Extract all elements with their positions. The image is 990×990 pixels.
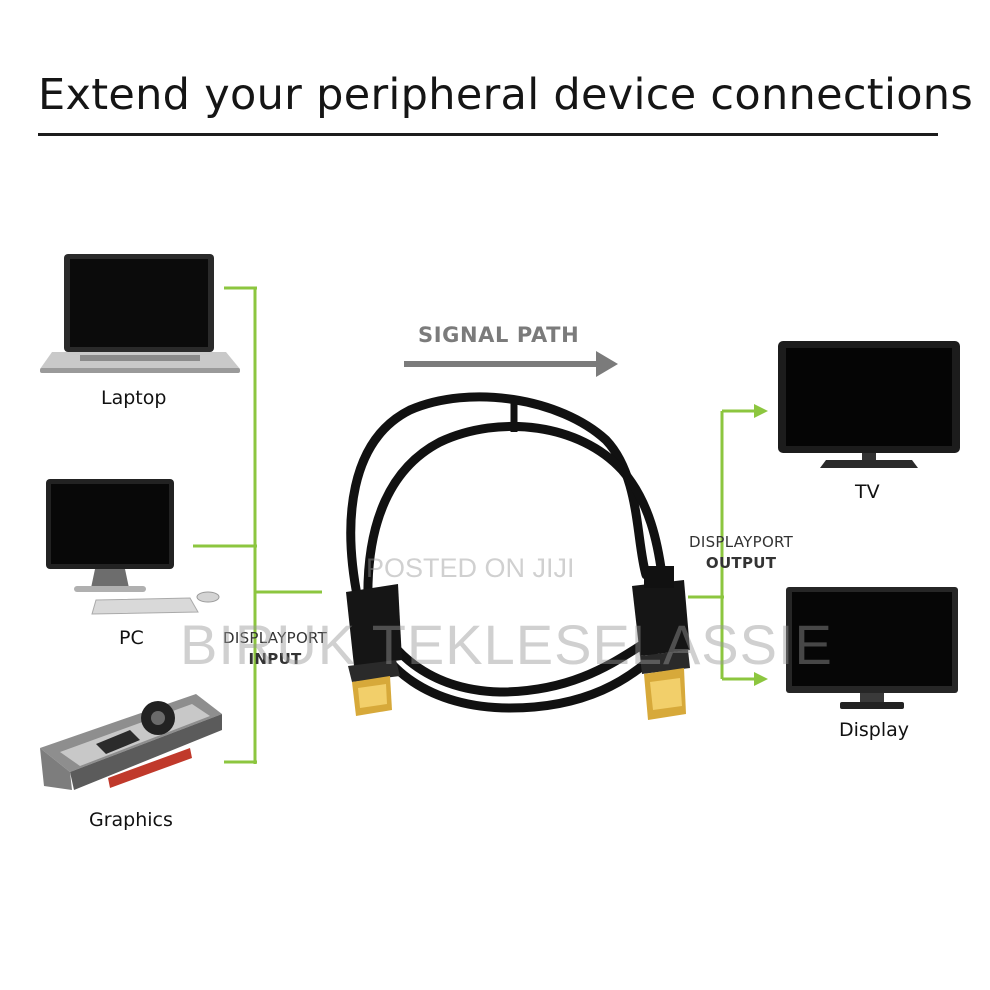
monitor-icon (786, 587, 958, 709)
display-label: Display (839, 719, 910, 741)
arrow-to-tv-icon (754, 404, 768, 418)
arrow-to-display-icon (754, 672, 768, 686)
input-port-line1: DISPLAYPORT (223, 629, 328, 647)
graphics-label: Graphics (89, 809, 173, 831)
input-port-label: DISPLAYPORT INPUT (223, 628, 327, 670)
page-title: Extend your peripheral device connection… (38, 70, 974, 120)
pc-label: PC (119, 627, 144, 649)
tv-label: TV (855, 481, 880, 503)
graphics-card-icon (40, 694, 222, 790)
watermark-name: BIRUK TEKLESELASSIE (180, 613, 833, 676)
output-port-line1: DISPLAYPORT (689, 533, 794, 551)
desktop-pc-icon (46, 479, 220, 615)
watermark-posted: POSTED ON JIJI (366, 553, 575, 583)
signal-path-arrow-icon (404, 351, 618, 377)
input-port-line2: INPUT (248, 650, 302, 668)
title-divider (38, 133, 938, 136)
laptop-icon (40, 254, 240, 373)
displayport-cable-icon (346, 392, 690, 720)
output-port-line2: OUTPUT (705, 554, 777, 572)
input-connector-lines (193, 286, 322, 764)
signal-path-label: SIGNAL PATH (418, 323, 580, 347)
output-port-label: DISPLAYPORT OUTPUT (689, 532, 793, 574)
laptop-label: Laptop (101, 387, 167, 409)
tv-icon (778, 341, 960, 468)
output-connector-lines (688, 409, 756, 681)
